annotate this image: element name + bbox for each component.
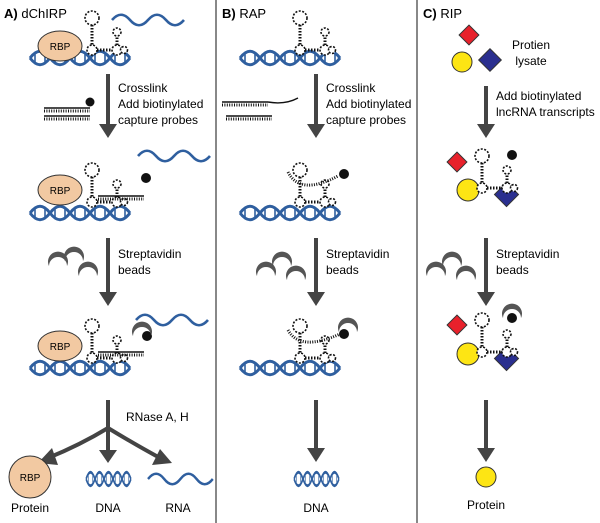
add-probes-label: Add biotinylated	[326, 97, 411, 111]
rbp-label: RBP	[50, 342, 71, 353]
yellow-circle	[456, 342, 480, 366]
lncrna-label: lncRNA transcripts	[496, 105, 595, 119]
streptavidin-label: Streptavidin	[326, 247, 389, 261]
add-transcripts-label: Add biotinylated	[496, 89, 581, 103]
step-arrow-head	[307, 124, 325, 138]
dna-output-label: DNA	[95, 501, 120, 515]
streptavidin-label: Streptavidin	[118, 247, 181, 261]
probe-tail	[267, 97, 299, 104]
streptavidin-bead	[286, 265, 306, 280]
lncrna-structure	[83, 161, 129, 209]
beads-label: beads	[326, 263, 359, 277]
panel-b: B) RAP Crosslink Add biotinylated captur…	[220, 6, 411, 515]
capture-probe	[224, 114, 274, 121]
capture-probe	[220, 100, 270, 107]
red-diamond	[446, 314, 468, 336]
step-arrow-head	[99, 292, 117, 306]
streptavidin-label: Streptavidin	[496, 247, 559, 261]
capture-probe	[42, 114, 92, 121]
panel-c-title: C) RIP	[423, 6, 462, 21]
protein-output-label: Protein	[467, 498, 505, 512]
dna-helix	[238, 204, 342, 222]
split-arrow-left	[47, 426, 110, 460]
capture-probes-label: capture probes	[326, 113, 406, 127]
lncrna-structure	[83, 9, 129, 57]
biotin-dot	[141, 173, 151, 183]
step-arrow-head	[477, 124, 495, 138]
streptavidin-bead	[456, 265, 476, 280]
dna-helix	[28, 359, 132, 377]
step-arrow-head	[477, 448, 495, 462]
step-arrow-head	[307, 448, 325, 462]
streptavidin-bead	[338, 317, 358, 332]
panel-b-title: B) RAP	[222, 6, 266, 21]
split-arrow-right-head	[152, 449, 172, 465]
lysate-label-line1: Protien	[512, 38, 550, 52]
beads-label: beads	[118, 263, 151, 277]
capture-probe	[96, 350, 146, 357]
protein-output-label: Protein	[11, 501, 49, 515]
step-arrow-head	[99, 124, 117, 138]
rnase-label: RNase A, H	[126, 410, 189, 424]
capture-probe-curved	[286, 329, 341, 344]
blue-diamond	[477, 47, 503, 73]
rbp-label: RBP	[50, 186, 71, 197]
rbp-label: RBP	[20, 473, 41, 484]
step-arrow-head	[477, 292, 495, 306]
rbp-ellipse	[37, 174, 83, 206]
yellow-circle-output	[475, 466, 497, 488]
split-arrow-center-head	[99, 450, 117, 463]
biotin-dot	[142, 331, 152, 341]
biotin-dot	[507, 313, 517, 323]
rbp-output	[8, 455, 52, 499]
yellow-circle	[456, 178, 480, 202]
rna-output-label: RNA	[165, 501, 190, 515]
dna-helix	[28, 204, 132, 222]
red-diamond	[458, 24, 480, 46]
streptavidin-bead	[272, 251, 292, 266]
red-diamond	[446, 151, 468, 173]
crosslink-label: Crosslink	[326, 81, 376, 95]
rbp-ellipse	[37, 30, 83, 62]
streptavidin-bead	[442, 251, 462, 266]
biotin-dot	[339, 329, 349, 339]
lncrna-structure	[291, 317, 337, 365]
biotin-dot	[85, 97, 95, 107]
rbp-label: RBP	[50, 42, 71, 53]
step-arrow-head	[307, 292, 325, 306]
capture-probes-label: capture probes	[118, 113, 198, 127]
rna-output	[146, 472, 215, 486]
capture-probe	[96, 194, 146, 201]
lncrna-structure	[291, 9, 337, 57]
lysate-label-line2: lysate	[515, 54, 547, 68]
rna-wave	[136, 149, 212, 163]
rbp-ellipse	[37, 330, 83, 362]
yellow-circle	[451, 51, 473, 73]
dna-output	[84, 470, 133, 488]
crosslink-label: Crosslink	[118, 81, 168, 95]
add-probes-label: Add biotinylated	[118, 97, 203, 111]
dna-output-label: DNA	[303, 501, 328, 515]
panel-a-title: A) dChIRP	[4, 6, 67, 21]
biotin-dot	[339, 169, 349, 179]
rna-wave	[110, 13, 186, 27]
beads-label: beads	[496, 263, 529, 277]
capture-probe	[42, 106, 92, 113]
dna-output	[292, 470, 341, 488]
panel-c: C) RIP Protien lysate Add biotinylated l…	[423, 6, 595, 512]
lncrna-structure	[83, 317, 129, 365]
panel-a: A) dChIRP RBP Crosslink Add biotinylated…	[4, 6, 215, 515]
streptavidin-bead	[78, 261, 98, 276]
split-arrow-right	[106, 426, 161, 460]
biotin-dot	[507, 150, 517, 160]
